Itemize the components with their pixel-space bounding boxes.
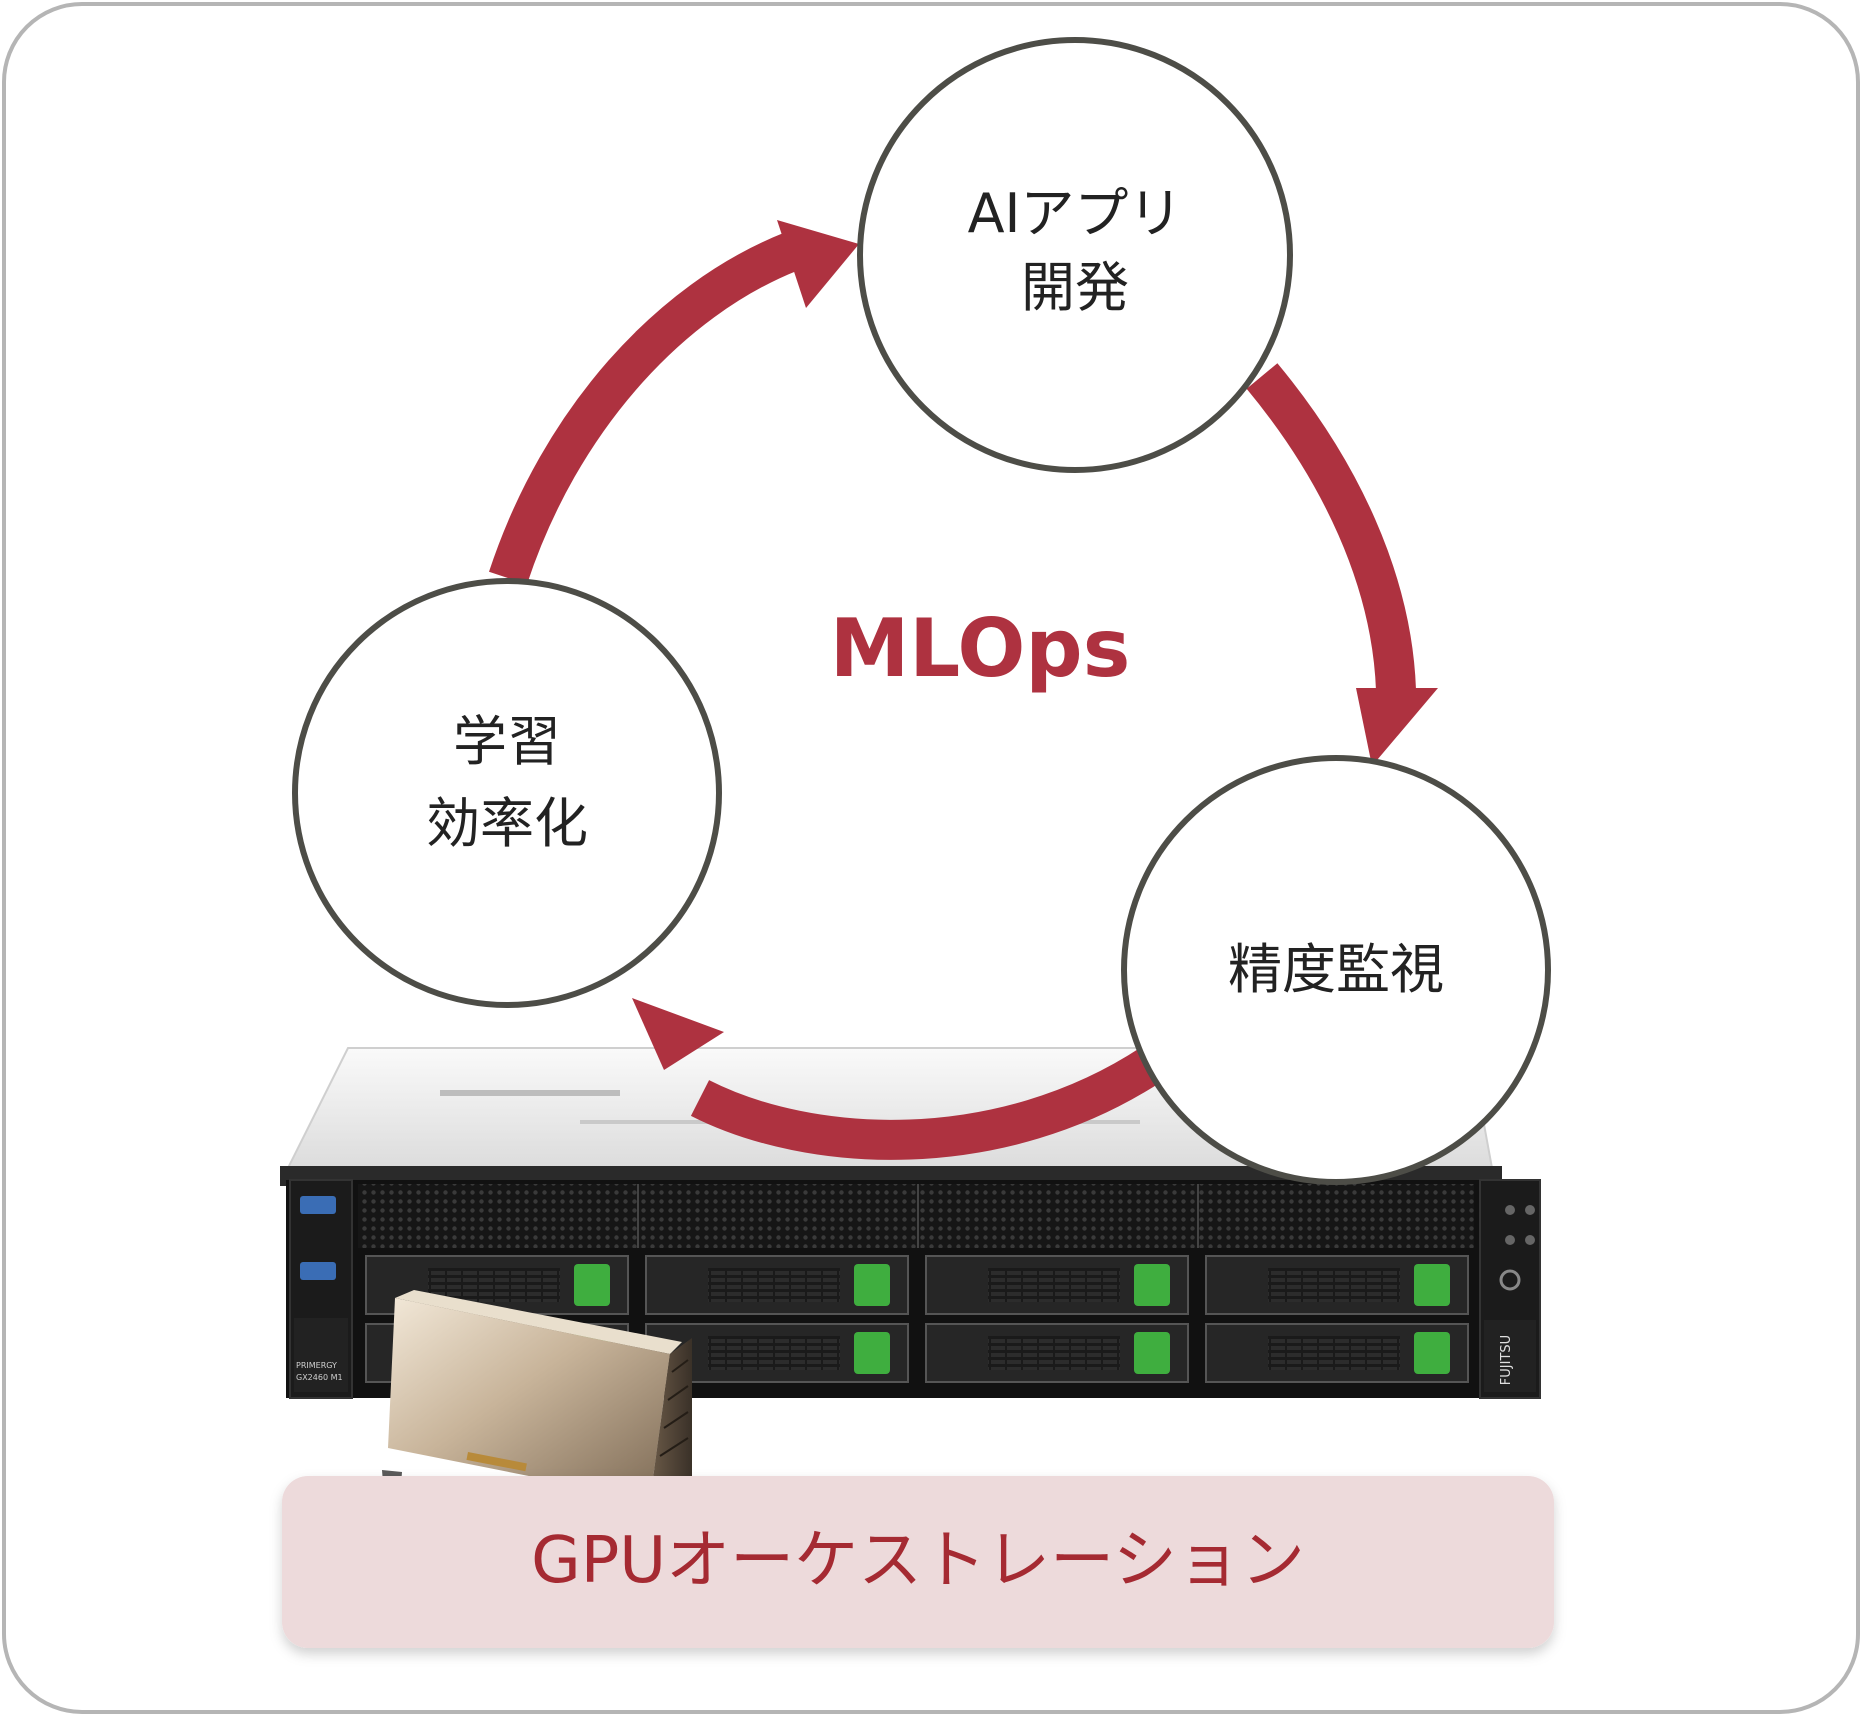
node-training-label-line1: 学習 — [453, 710, 561, 773]
arrow-app-to-monitoring-head — [1356, 688, 1438, 766]
mlops-title: MLOps — [830, 602, 1131, 695]
server-brand-logo: FUJITSU — [1499, 1335, 1514, 1385]
arrow-app-to-monitoring — [1246, 363, 1416, 691]
mlops-cycle-arrows — [489, 220, 1438, 1160]
node-monitoring-label: 精度監視 — [1228, 938, 1444, 1001]
node-training-circle — [292, 578, 722, 1008]
arrow-monitoring-to-training-head — [632, 998, 724, 1070]
node-training-label-line2: 効率化 — [426, 792, 588, 855]
node-ai-app-label-line1: AIアプリ — [968, 182, 1183, 245]
arrow-training-to-app — [489, 233, 798, 585]
node-ai-app: AIアプリ 開発 — [857, 37, 1293, 473]
orchestration-banner — [282, 1476, 1554, 1648]
arrow-monitoring-to-training — [690, 1047, 1163, 1160]
node-ai-app-circle — [857, 37, 1293, 473]
arrow-training-to-app-head — [777, 220, 859, 308]
node-training: 学習 効率化 — [292, 578, 722, 1008]
server-model-line1: PRIMERGY — [296, 1361, 337, 1370]
node-ai-app-label-line2: 開発 — [1021, 256, 1129, 319]
node-monitoring-circle — [1121, 755, 1551, 1185]
orchestration-label: GPUオーケストレーション — [531, 1524, 1305, 1598]
gpu-card-illustration — [382, 1290, 692, 1500]
server-model-line2: GX2460 M1 — [296, 1373, 343, 1382]
node-monitoring: 精度監視 — [1121, 755, 1551, 1185]
